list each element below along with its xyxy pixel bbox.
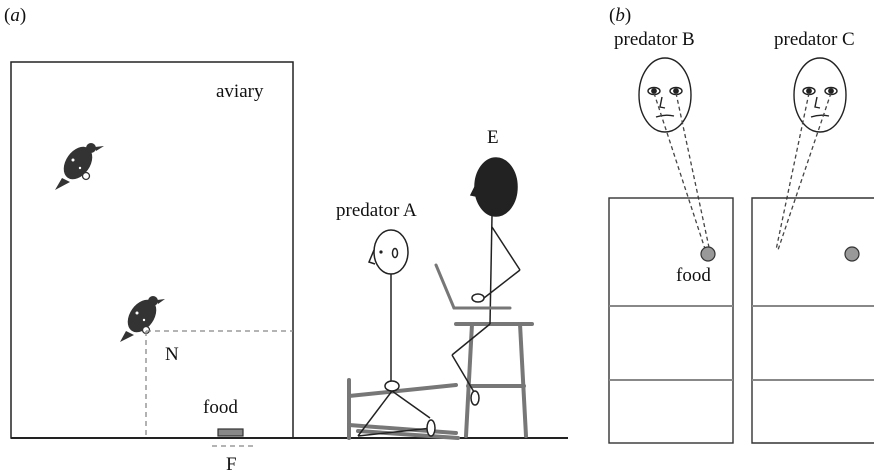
- panel-b-label: (b): [609, 6, 631, 25]
- food-pellet-c: [844, 246, 860, 262]
- panel-a-suffix: ): [19, 5, 27, 26]
- experimenter-head: [474, 157, 518, 217]
- predator-a-figure: [357, 229, 436, 437]
- panel-b-suffix: ): [624, 5, 632, 26]
- predator-c-face: [793, 57, 847, 133]
- aviary-box: [10, 61, 294, 439]
- near-label: N: [165, 344, 179, 365]
- experimenter-figure: [451, 157, 521, 406]
- predator-c-label: predator C: [774, 29, 855, 50]
- predator-b-label: predator B: [614, 29, 695, 50]
- food-dish: [217, 428, 244, 437]
- laptop: [434, 263, 512, 310]
- cage-b: [608, 197, 734, 444]
- predator-c-gaze-lines: [775, 92, 832, 251]
- panel-a-label: (a): [4, 6, 26, 25]
- food-label-b: food: [676, 265, 711, 286]
- stool: [454, 322, 534, 438]
- predator-b-face: [638, 57, 692, 133]
- predator-a-label: predator A: [336, 200, 417, 221]
- bird-lower-icon: [120, 296, 165, 342]
- panel-a-letter: a: [10, 5, 20, 26]
- panel-b-prefix: (: [609, 5, 616, 26]
- experimenter-label: E: [487, 127, 499, 148]
- bird-upper-icon: [55, 143, 104, 190]
- food-pellet-b: [700, 246, 716, 262]
- near-distance-lines: [145, 330, 293, 438]
- cage-c: [751, 197, 874, 444]
- predator-b-gaze-lines: [653, 92, 711, 253]
- panel-a-prefix: (: [4, 5, 11, 26]
- aviary-label: aviary: [216, 81, 264, 102]
- food-label-a: food: [203, 397, 238, 418]
- panel-b-letter: b: [615, 5, 625, 26]
- chair: [347, 378, 460, 440]
- predator-a-head: [373, 229, 409, 275]
- far-label: F: [226, 454, 237, 475]
